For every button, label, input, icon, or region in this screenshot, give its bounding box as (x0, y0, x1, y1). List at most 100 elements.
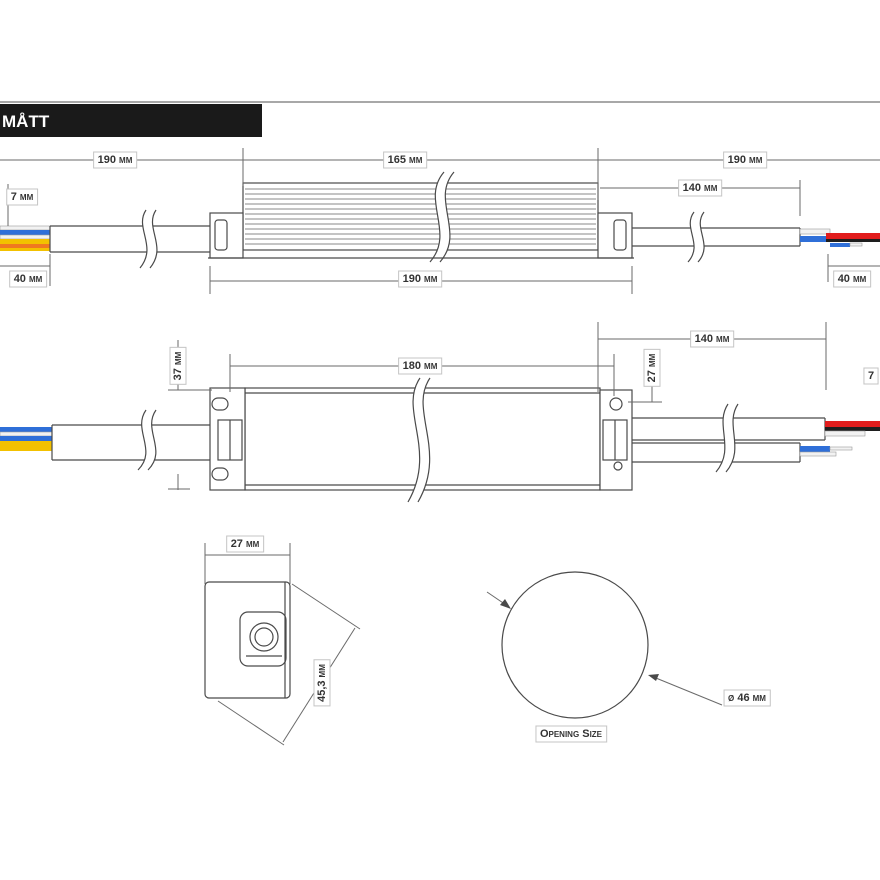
wire-white (0, 234, 51, 240)
dim-label-text: ø 46 mm (728, 692, 766, 704)
dim-label-overall: 190 mm (398, 270, 443, 288)
right-cable-sheaths (632, 403, 826, 473)
break-line (417, 377, 431, 503)
top-view: 190 mm 165 mm 190 mm 7 mm 140 mm 40 mm 1… (0, 148, 880, 294)
dim-label-text: 165 mm (388, 154, 423, 166)
extension-line (217, 700, 285, 746)
dim-label-length: 180 mm (398, 357, 443, 375)
side-view: 140 mm 180 mm 37 mm 27 mm 7 (0, 322, 880, 503)
right-wire-ends (799, 421, 880, 457)
wire-blue (800, 446, 830, 452)
end-view: 27 mm 45,3 mm (204, 535, 361, 746)
break-line (429, 171, 445, 263)
break-gap (138, 410, 156, 470)
dim-label-text: 140 mm (695, 333, 730, 345)
wire-black (826, 239, 880, 242)
dim-label-text: 190 mm (403, 273, 438, 285)
break-line (147, 409, 157, 471)
wire-red (825, 421, 880, 427)
driver-body (242, 182, 599, 251)
dim-label-width: 27 mm (226, 535, 265, 553)
dim-label-box (9, 270, 48, 288)
dim-label-box (678, 179, 723, 197)
dim-label-diameter: ø 46 mm (723, 689, 771, 707)
dim-label-text: 27 mm (646, 353, 658, 382)
wire-white (824, 430, 866, 437)
dim-label-text: 7 mm (11, 191, 34, 203)
dim-label-box (863, 367, 879, 385)
break-line (725, 403, 739, 473)
dim-label-text: 45,3 mm (316, 664, 328, 702)
wire-white (0, 225, 51, 231)
dim-label-box (6, 188, 39, 206)
dim-label-box (833, 270, 872, 288)
dim-label-box (690, 330, 735, 348)
break-line (139, 209, 148, 269)
wire-blue (0, 436, 52, 441)
dim-label-box (398, 357, 443, 375)
wire-yellow (0, 248, 50, 251)
dim-label-tab: 27 mm (643, 348, 661, 387)
dim-label-left-strip: 7 mm (6, 188, 39, 206)
left-wire-ends (0, 225, 51, 251)
dim-label-body: 165 mm (383, 151, 428, 169)
opening-circle (501, 571, 649, 719)
left-cable-sheath (49, 209, 212, 269)
dim-label-box (535, 725, 608, 743)
dim-label-box (169, 346, 187, 385)
wire-yellow (0, 446, 52, 451)
dim-label-right-cable: 190 mm (723, 151, 768, 169)
dim-label-box (723, 151, 768, 169)
dim-label-box (226, 535, 265, 553)
wire-black (825, 427, 880, 431)
mounting-slot (613, 219, 627, 251)
left-wire-ends (0, 427, 53, 451)
opening-size-label: Opening Size (535, 725, 608, 743)
end-cap-outline (204, 581, 291, 699)
heat-fins (245, 188, 596, 245)
dim-label-right-strip: 7 (863, 367, 879, 385)
dim-label-left-wires: 40 mm (9, 270, 48, 288)
extension-line (291, 583, 361, 630)
arrow-head (500, 599, 511, 609)
dim-label-height: 37 mm (169, 346, 187, 385)
cable-entry-ring (249, 622, 279, 652)
cable-gland-housing (239, 611, 287, 667)
wire-white (829, 446, 853, 451)
dim-label-text: 40 mm (14, 273, 43, 285)
dim-label-text: 27 mm (231, 538, 260, 550)
wire-white (799, 451, 837, 457)
header-bar (0, 104, 262, 137)
opening-view: ø 46 mm Opening Size (486, 571, 771, 743)
dim-label-box (398, 270, 443, 288)
right-cable-sheath (632, 211, 801, 263)
wire-yellow (0, 441, 52, 446)
opening-size-text: Opening Size (540, 728, 603, 740)
wire-blue (0, 230, 50, 235)
break-line (697, 211, 705, 263)
right-wire-ends (799, 228, 880, 247)
dim-label-box (723, 689, 771, 707)
wire-white (0, 431, 53, 437)
wire-orange (0, 244, 50, 248)
wire-white (799, 228, 831, 235)
dim-label-text: 190 mm (98, 154, 133, 166)
dim-label-box (643, 348, 661, 387)
break-line (439, 171, 455, 263)
wire-blue (800, 236, 830, 242)
wire-white (849, 242, 863, 247)
break-gap (430, 172, 454, 262)
break-line (407, 377, 421, 503)
dim-label-right-sheath: 140 mm (690, 330, 735, 348)
dim-label-text: 40 mm (838, 273, 867, 285)
dim-label-text: 190 mm (728, 154, 763, 166)
dim-label-box (313, 659, 331, 707)
dim-label-right-sheath: 140 mm (678, 179, 723, 197)
mounting-slot (211, 467, 229, 481)
header-title: MÅTT (2, 112, 50, 131)
mounting-slot (211, 397, 229, 411)
dim-label-box (93, 151, 138, 169)
dim-label-text: 37 mm (172, 351, 184, 380)
dim-label-diagonal: 45,3 mm (313, 659, 331, 707)
